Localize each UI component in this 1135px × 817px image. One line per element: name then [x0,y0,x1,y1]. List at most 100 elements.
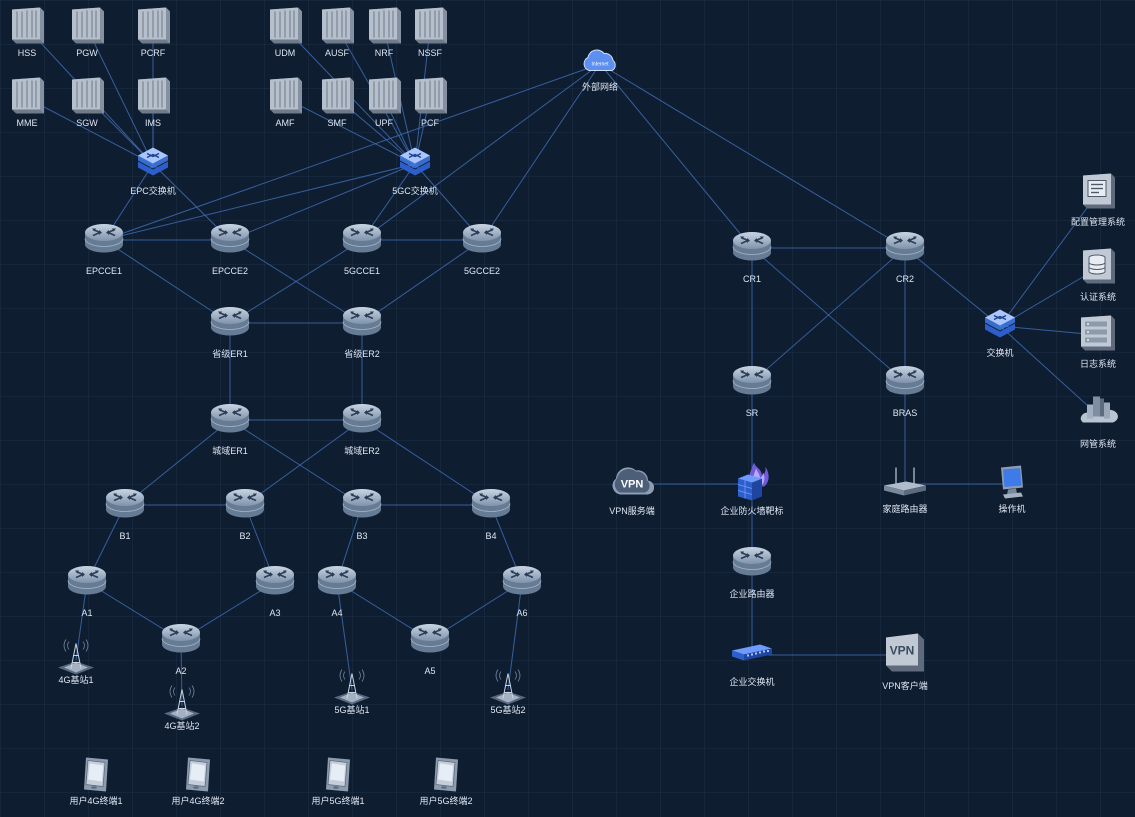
link-internet-cr1 [599,63,753,249]
server-icon [264,6,306,51]
node-label: B2 [239,531,251,541]
svg-text:Internet: Internet [592,62,610,68]
router-icon [884,225,926,272]
link-cr2-sr [751,247,906,383]
node-label: 企业防火墙靶标 [720,506,784,516]
node-label: PCRF [140,48,166,58]
log-rack-icon [1077,313,1119,358]
node-label: 5GC交换机 [392,186,438,196]
router-icon [470,482,512,529]
node-label: VPN客户端 [882,681,928,691]
config-doc-icon [1078,171,1118,216]
node-label: 用户4G终端1 [69,796,123,806]
node-label: 5G基站1 [334,705,370,715]
node-label: 日志系统 [1079,359,1117,369]
router-icon [316,559,358,606]
node-label: 用户4G终端2 [171,796,225,806]
router-icon [341,217,383,264]
router-icon [731,540,773,587]
link-mme-epcsw [26,97,154,165]
node-label: 用户5G终端2 [419,796,473,806]
switch-icon [397,144,433,185]
node-label: 5G基站2 [490,705,526,715]
server-icon [132,76,174,121]
router-icon [209,300,251,347]
cell-tower-icon [330,668,374,713]
link-a1-bs4g1 [75,581,88,661]
router-icon [409,617,451,664]
node-label: 省级ER2 [344,349,380,359]
node-label: A4 [331,608,343,618]
server-icon [363,6,405,51]
link-internet-cr2 [599,63,906,249]
node-label: 认证系统 [1079,292,1117,302]
cell-tower-icon [54,638,98,683]
node-label: EPCCE2 [211,266,249,276]
server-icon [316,76,358,121]
node-label: CR2 [895,274,915,284]
router-icon [884,359,926,406]
firewall-icon [732,461,772,508]
link-pgw-epcsw [86,27,154,165]
link-amf-5gcsw [284,97,416,165]
server-icon [6,76,48,121]
server-icon [264,76,306,121]
node-label: 城域ER2 [344,446,380,456]
link-cr2-mgmtsw [904,247,1001,327]
node-label: PGW [76,48,98,58]
mobile-terminal-icon [76,754,116,801]
node-label: A3 [269,608,281,618]
router-icon [501,559,543,606]
link-mgmtsw-auth [999,267,1099,327]
node-label: SR [745,408,759,418]
router-icon [341,397,383,444]
node-label: NRF [374,48,394,58]
node-label: B1 [119,531,131,541]
link-mgmtsw-cfg [999,192,1099,327]
node-label: SMF [327,118,347,128]
server-icon [316,6,358,51]
node-label: A2 [175,666,187,676]
router-icon [731,359,773,406]
link-5gcce1-prer1 [229,239,363,324]
cell-tower-icon [160,684,204,729]
link-cityer2-b2 [244,419,363,506]
node-label: 城域ER1 [212,446,248,456]
node-label: 家庭路由器 [882,504,928,514]
server-icon [66,6,108,51]
router-icon [160,617,202,664]
node-label: 企业路由器 [729,589,775,599]
router-icon [254,559,296,606]
node-label: EPCCE1 [85,266,123,276]
server-icon [409,6,451,51]
router-icon [66,559,108,606]
node-label: NSSF [417,48,443,58]
node-label: 配置管理系统 [1070,217,1126,227]
router-icon [209,397,251,444]
cloud-icon: Internet [580,47,620,82]
node-label: 5GCCE2 [463,266,501,276]
node-label: 省级ER1 [212,349,248,359]
vpn-cloud-icon: VPN [610,463,655,506]
server-icon [6,6,48,51]
link-mgmtsw-nms [999,325,1099,416]
link-cityer1-b3 [229,419,363,506]
server-icon [66,76,108,121]
node-label: AMF [275,118,295,128]
node-label: BRAS [892,408,918,418]
node-label: A1 [81,608,93,618]
node-label: 4G基站1 [58,675,94,685]
switch-icon [135,144,171,185]
link-internet-5gcce1 [361,63,601,241]
home-router-icon [882,466,928,503]
cell-tower-icon [486,668,530,713]
node-label: 操作机 [998,504,1026,514]
node-label: 外部网络 [581,82,619,92]
router-icon [224,482,266,529]
enterprise-switch-icon [730,641,774,670]
node-label: MME [16,118,38,128]
node-label: 企业交换机 [729,677,775,687]
node-label: 交换机 [986,348,1014,358]
link-epcce1-prer1 [103,239,231,324]
node-label: IMS [144,118,162,128]
